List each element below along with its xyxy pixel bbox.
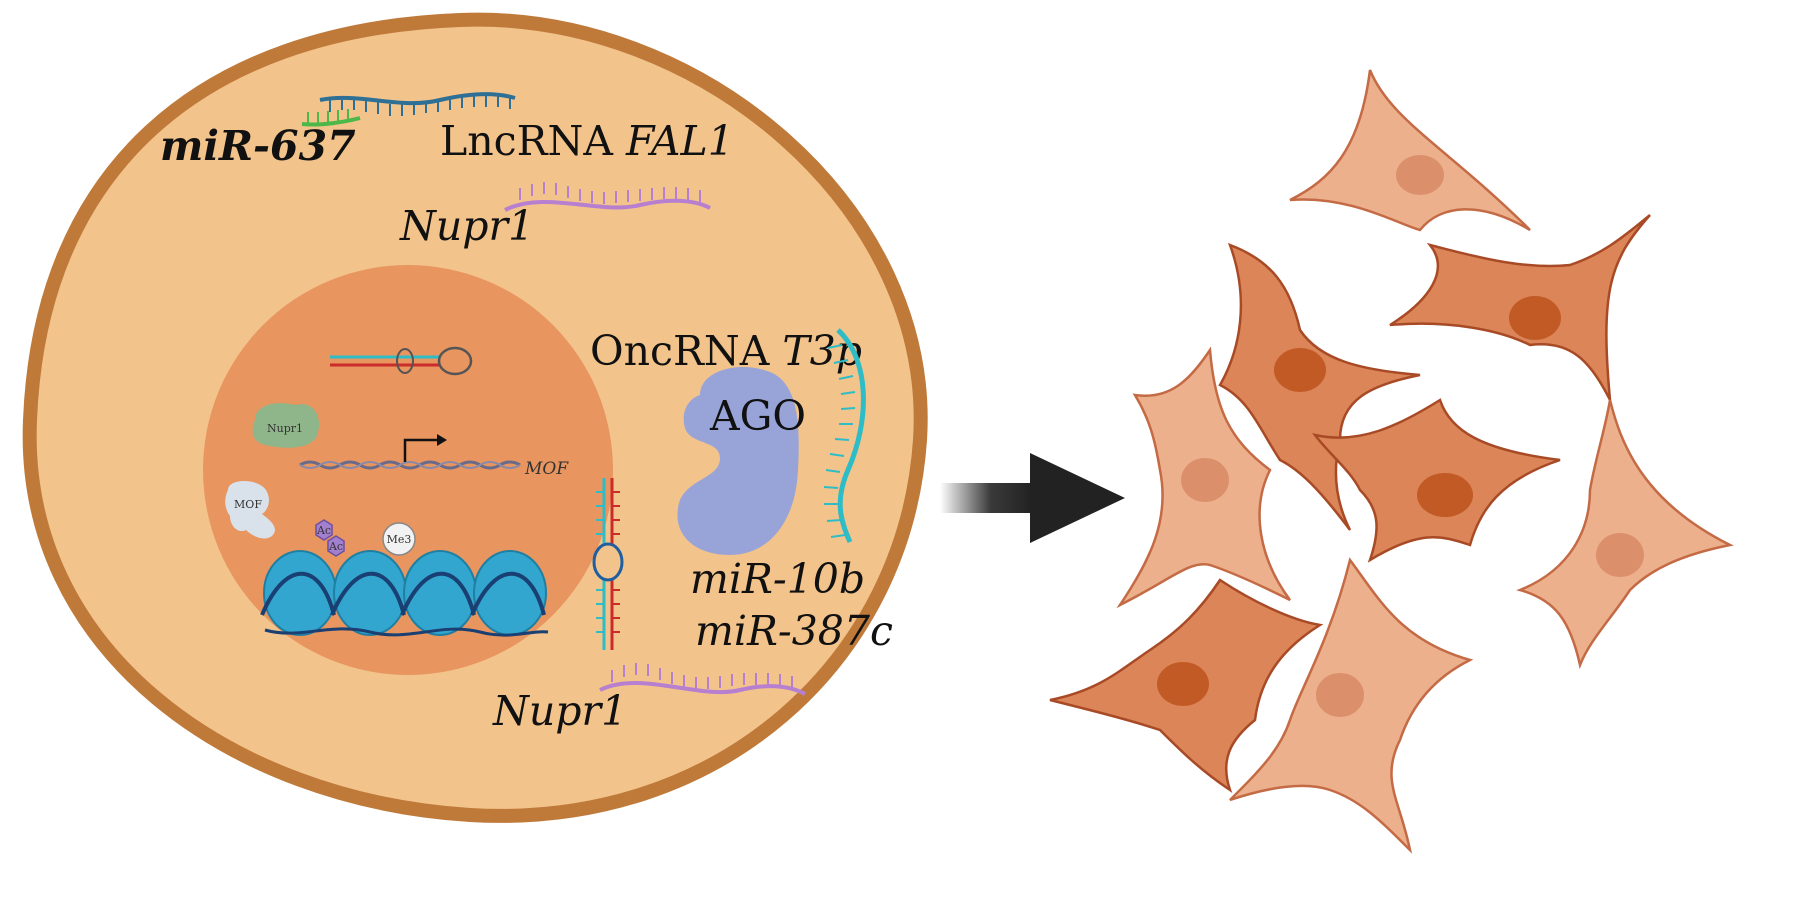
tumor-cell-icon	[1389, 214, 1651, 401]
acetyl-label-1: Ac	[316, 524, 331, 537]
lncrna-fal1-icon	[319, 92, 516, 116]
nupr1-mrna-top-icon	[504, 182, 711, 212]
nupr1-mrna-bottom-icon	[599, 663, 806, 696]
nucleus: Nupr1 MOF MOF Ac Ac Me3	[203, 265, 613, 675]
acetyl-mark-icon: Ac Ac	[315, 519, 345, 557]
mir637-icon	[301, 109, 361, 127]
mir387c-label: miR-387c	[695, 607, 893, 655]
nupr1-top-label: Nupr1	[399, 202, 534, 250]
tumor-cell-icon	[1311, 398, 1561, 563]
tumor-cell-icon	[1229, 557, 1474, 854]
hairpin-rna-icon	[330, 346, 473, 376]
nupr1-protein-icon: Nupr1	[252, 403, 320, 448]
me3-label: Me3	[387, 533, 412, 546]
mof-gene-label: MOF	[524, 459, 569, 479]
mof-protein-label: MOF	[234, 498, 262, 511]
nucleosome-icon	[260, 550, 549, 637]
tumor-cell-icon	[1049, 578, 1324, 794]
acetyl-label-2: Ac	[328, 540, 343, 553]
tumor-cell-icon	[1289, 65, 1531, 232]
ago-label: AGO	[709, 392, 806, 440]
oncrna-label: OncRNA T3p	[590, 327, 862, 375]
mir10b-label: miR-10b	[690, 555, 865, 603]
oncrna-t3p-icon	[823, 328, 866, 544]
mof-gene-dna: MOF	[299, 434, 569, 479]
nupr1-protein-label: Nupr1	[267, 422, 303, 435]
lncrna-label: LncRNA FAL1	[440, 117, 734, 165]
transcription-start-arrow	[403, 438, 440, 462]
nupr1-bottom-label: Nupr1	[492, 687, 627, 735]
methyl-mark-icon: Me3	[382, 522, 416, 556]
mir637-label: miR-637	[160, 122, 356, 170]
ago-protein-icon: AGO	[677, 366, 806, 555]
tumor-cell-icon	[1116, 346, 1292, 609]
tumor-cell-cluster	[1049, 65, 1734, 854]
tumor-cell-icon	[1218, 242, 1421, 531]
mof-protein-icon: MOF	[225, 481, 275, 539]
tumor-cell-icon	[1516, 399, 1734, 670]
hairpin-rna-icon	[592, 478, 624, 650]
arrow-right-icon	[940, 453, 1125, 543]
